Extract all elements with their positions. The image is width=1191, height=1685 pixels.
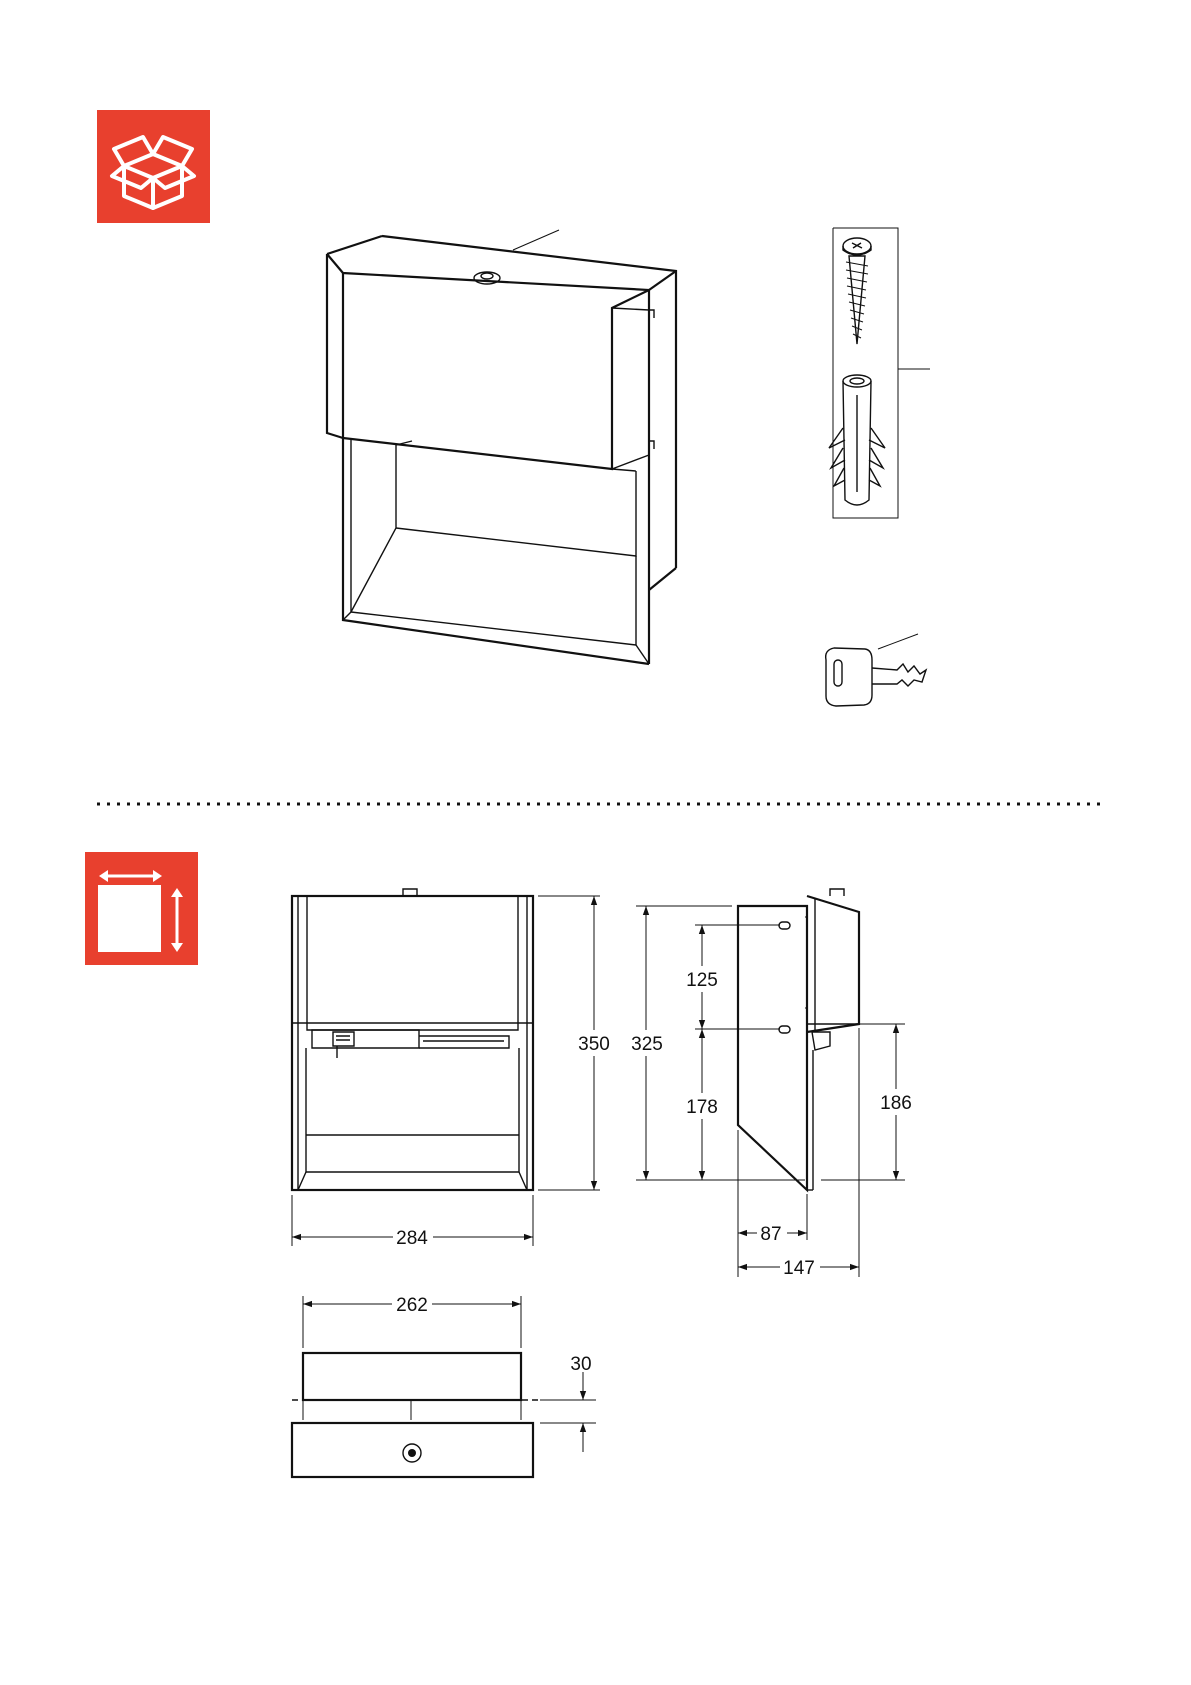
- dim-flange-depth: 30: [570, 1354, 591, 1375]
- dim-front-width: 284: [396, 1228, 428, 1249]
- dim-lower-hole-height: 178: [686, 1097, 718, 1118]
- dim-hole-spacing: 125: [686, 970, 718, 991]
- bottom-view-drawing: [292, 1292, 596, 1477]
- key-drawing: [826, 634, 926, 706]
- wall-plug-drawing: [829, 375, 885, 505]
- dim-total-depth: 147: [783, 1258, 815, 1279]
- screw-drawing: [843, 238, 871, 344]
- dim-bottom-width: 262: [396, 1295, 428, 1316]
- side-view-drawing: [629, 889, 915, 1279]
- fixings-bracket: [833, 228, 930, 518]
- dimensions-icon: [85, 852, 198, 965]
- dispenser-perspective-drawing: [327, 230, 676, 664]
- dim-side-lower-height: 186: [880, 1093, 912, 1114]
- dim-wall-depth: 87: [760, 1224, 781, 1245]
- dim-side-total-height: 325: [631, 1034, 663, 1055]
- front-view-drawing: [292, 889, 612, 1249]
- dim-front-height: 350: [578, 1034, 610, 1055]
- open-box-icon: [97, 110, 210, 223]
